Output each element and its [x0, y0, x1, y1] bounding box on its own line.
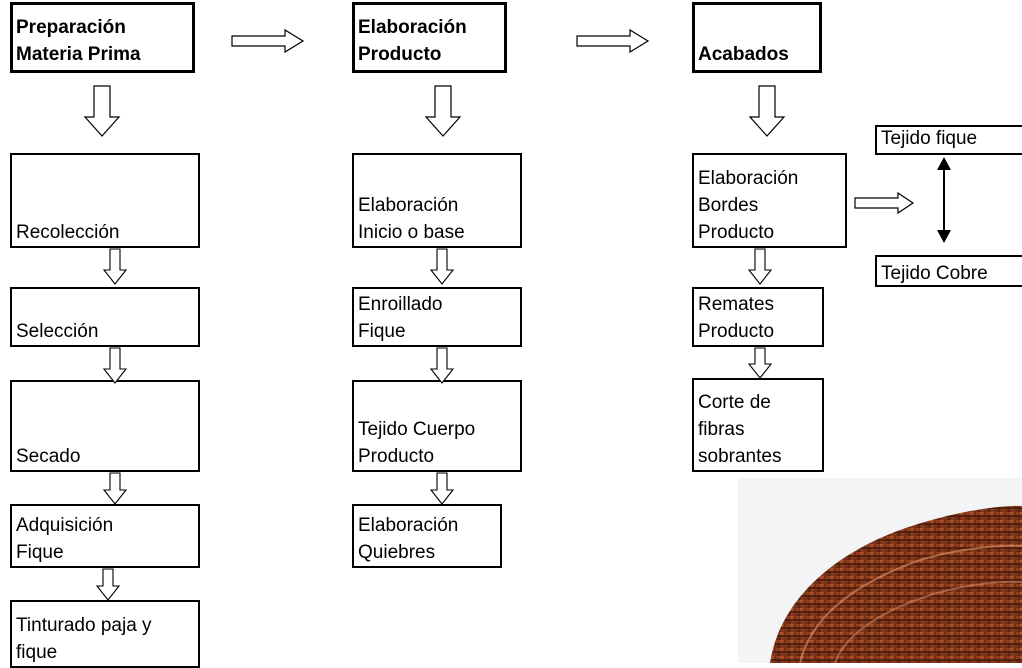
step-inicio-base: Elaboración Inicio o base	[352, 153, 522, 248]
step-bordes-line1: Elaboración	[698, 168, 799, 189]
step-tinturado-line2: fique	[16, 642, 58, 663]
option-tejido-cobre-label: Tejido Cobre	[881, 263, 988, 284]
step-adquisicion-line2: Fique	[16, 542, 64, 563]
header-preparacion-line1: Preparación	[16, 17, 126, 38]
step-tejido-line2: Producto	[358, 446, 435, 467]
step-down-arrows	[95, 248, 773, 601]
step-bordes-line2: Bordes	[698, 195, 759, 216]
arrow-down-icon	[102, 347, 128, 384]
header-elaboracion-line2: Producto	[358, 44, 442, 65]
header-elaboracion: Elaboración Producto	[352, 2, 507, 73]
header-arrows	[231, 28, 915, 215]
step-quiebres: Elaboración Quiebres	[352, 504, 502, 568]
step-secado: Secado	[10, 380, 200, 472]
arrow-down-icon	[95, 568, 121, 601]
step-remates-line2: Producto	[698, 321, 775, 342]
step-remates: Remates Producto	[692, 287, 824, 347]
step-tinturado: Tinturado paja y fique	[10, 600, 200, 668]
step-seleccion-label: Selección	[16, 321, 99, 342]
step-enroillado-line1: Enroillado	[358, 294, 443, 315]
arrow-down-icon	[429, 347, 455, 384]
header-acabados: Acabados	[692, 2, 822, 73]
step-bordes: Elaboración Bordes Producto	[692, 153, 847, 248]
header-elaboracion-line1: Elaboración	[358, 17, 467, 38]
step-quiebres-line1: Elaboración	[358, 515, 459, 536]
arrow-down-icon	[747, 347, 773, 379]
basket-photo	[738, 478, 1022, 663]
step-corte-line3: sobrantes	[698, 446, 782, 467]
step-quiebres-line2: Quiebres	[358, 542, 436, 563]
arrow-down-icon	[102, 472, 128, 505]
step-corte-fibras: Corte de fibras sobrantes	[692, 378, 824, 472]
step-adquisicion-fique: Adquisición Fique	[10, 504, 200, 568]
header-acabados-line1: Acabados	[698, 44, 789, 65]
step-corte-line1: Corte de	[698, 392, 771, 413]
step-enroillado: Enroillado Fique	[352, 287, 522, 347]
step-corte-line2: fibras	[698, 419, 745, 440]
step-secado-label: Secado	[16, 446, 81, 467]
step-tinturado-line1: Tinturado paja y	[16, 615, 152, 636]
step-adquisicion-line1: Adquisición	[16, 515, 114, 536]
header-preparacion: Preparación Materia Prima	[10, 2, 195, 73]
arrow-down-icon	[747, 248, 773, 285]
step-inicio-line1: Elaboración	[358, 195, 459, 216]
step-tejido-cuerpo: Tejido Cuerpo Producto	[352, 380, 522, 472]
arrow-right-icon	[854, 191, 915, 215]
step-enroillado-line2: Fique	[358, 321, 406, 342]
arrow-down-icon	[424, 85, 462, 137]
arrow-down-icon	[102, 248, 128, 285]
step-seleccion: Selección	[10, 287, 200, 347]
step-recoleccion: Recolección	[10, 153, 200, 248]
arrow-right-icon	[576, 28, 650, 54]
double-arrow-icon	[937, 157, 951, 243]
step-recoleccion-label: Recolección	[16, 222, 120, 243]
option-tejido-fique: Tejido fique	[875, 125, 1022, 155]
arrow-down-icon	[429, 248, 455, 285]
step-inicio-line2: Inicio o base	[358, 222, 465, 243]
step-tejido-line1: Tejido Cuerpo	[358, 419, 476, 440]
header-preparacion-line2: Materia Prima	[16, 44, 141, 65]
option-tejido-cobre: Tejido Cobre	[875, 255, 1022, 287]
arrow-down-icon	[429, 472, 455, 505]
arrow-down-icon	[83, 85, 121, 137]
step-bordes-line3: Producto	[698, 222, 775, 243]
step-remates-line1: Remates	[698, 294, 775, 315]
arrow-right-icon	[231, 28, 305, 54]
header-down-arrows	[83, 85, 786, 137]
option-tejido-fique-label: Tejido fique	[881, 128, 978, 149]
arrow-down-icon	[748, 85, 786, 137]
